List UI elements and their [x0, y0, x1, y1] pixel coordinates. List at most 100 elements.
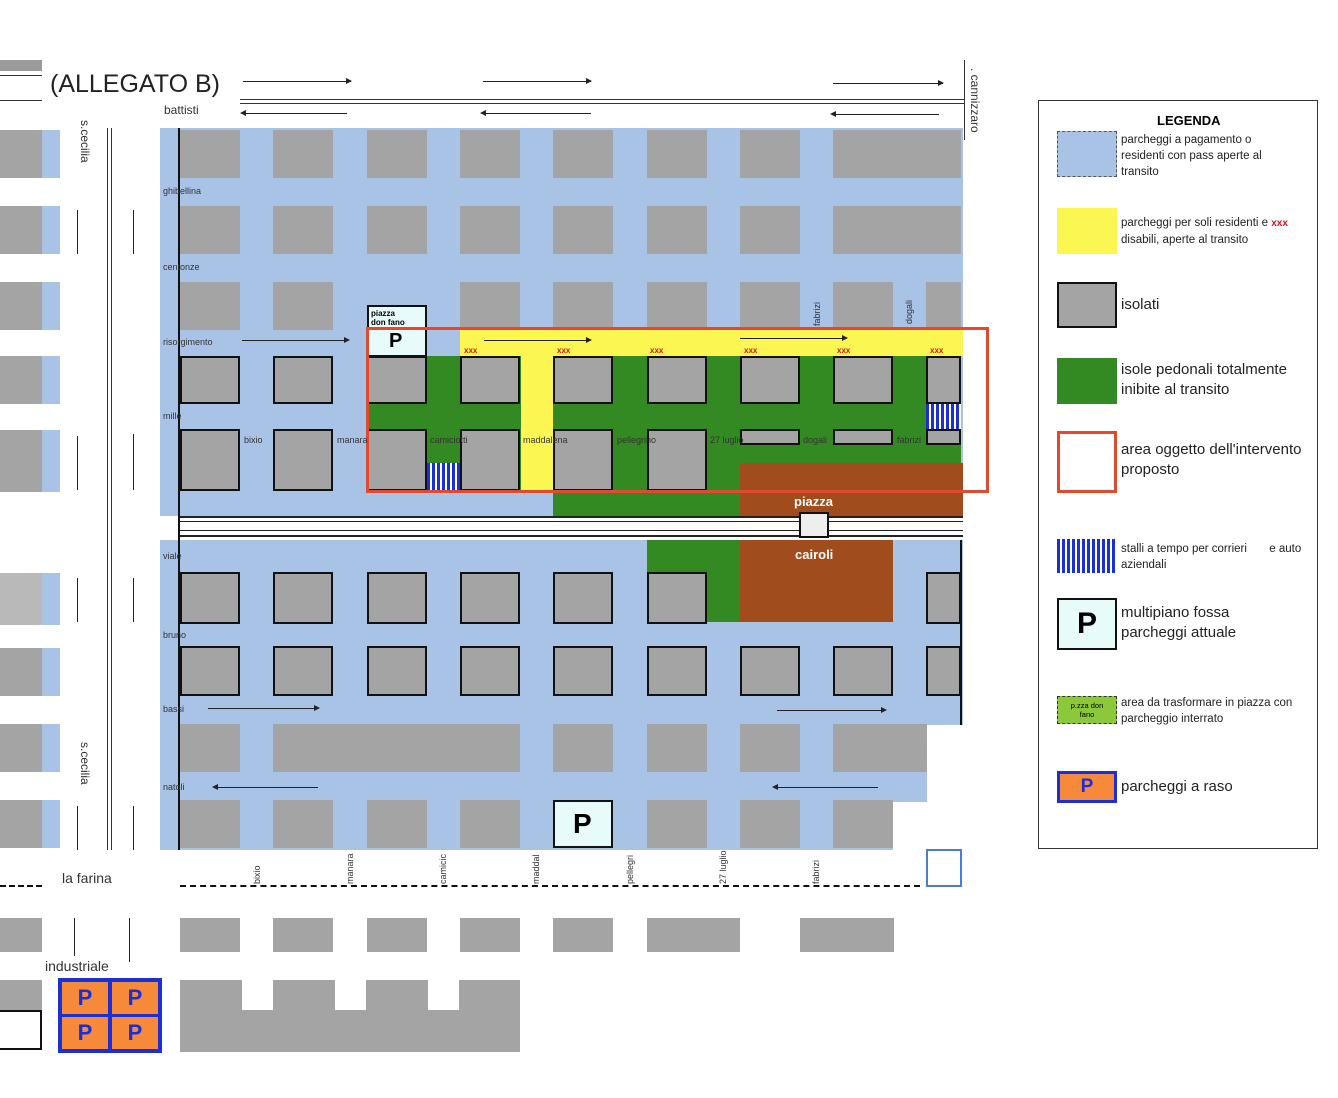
- block: [833, 206, 961, 254]
- legend: LEGENDA parcheggi a pagamento o resident…: [1038, 100, 1318, 849]
- block: [740, 356, 800, 404]
- block: [926, 429, 961, 445]
- arrow-right-icon: [243, 81, 351, 82]
- legend-xxx: xxx: [1271, 218, 1288, 229]
- disabled-parking-mark: xxx: [650, 346, 664, 355]
- block: [0, 282, 42, 330]
- block: [647, 356, 707, 404]
- block: [0, 724, 42, 772]
- street-camiciotti: camiciotti: [430, 435, 468, 445]
- legend-swatch-multistorey: P: [1057, 598, 1117, 650]
- small-square-icon: [926, 849, 962, 887]
- arrow-head-icon: [346, 78, 352, 84]
- arrow-right-icon: [208, 708, 316, 709]
- viale-road-line: [180, 521, 963, 522]
- block: [647, 646, 707, 696]
- block: [0, 430, 42, 492]
- arrow-right-icon: [484, 340, 588, 341]
- street-s-cecilia: s.cecilia: [78, 120, 92, 163]
- street-bixio: bixio: [244, 435, 263, 445]
- block: [180, 724, 240, 772]
- arrow-right-icon: [740, 338, 844, 339]
- arrow-head-icon: [240, 110, 246, 116]
- parking-icon: P: [127, 985, 143, 1010]
- street-battisti: battisti: [164, 103, 199, 117]
- block: [740, 282, 800, 328]
- map: (ALLEGATO B) battisti . cannizzaro s.cec…: [0, 60, 989, 1053]
- block: [273, 918, 333, 952]
- block: [367, 572, 427, 624]
- block: [647, 724, 707, 772]
- arrow-head-icon: [212, 784, 218, 790]
- street-maddalena: maddalena: [523, 435, 568, 445]
- street-dogali: dogali: [803, 435, 828, 445]
- block: [0, 206, 42, 254]
- paid-parking-strip: [42, 356, 60, 404]
- legend-text-resident-parking-b: disabili, aperte al transito: [1121, 234, 1249, 246]
- legend-title: LEGENDA: [1157, 113, 1221, 128]
- block: [740, 429, 800, 445]
- parking-icon: P: [1076, 607, 1097, 640]
- block: [0, 573, 42, 625]
- arrow-up-icon: [133, 434, 134, 490]
- street-mille: mille: [163, 411, 182, 421]
- block: [180, 356, 240, 404]
- paid-parking-strip: [42, 282, 60, 330]
- block: [740, 724, 800, 772]
- block: [273, 646, 333, 696]
- street-27-luglio-bottom: 27 luglio: [718, 850, 728, 884]
- arrow-right-icon: [483, 81, 591, 82]
- legend-text-paid-parking: parcheggi a pagamento o residenti con pa…: [1121, 134, 1262, 178]
- battisti-road-line: [240, 99, 964, 100]
- block: [460, 800, 520, 848]
- legend-swatch-piazza-label: p.zza don fano: [1070, 701, 1104, 719]
- block: [647, 800, 707, 848]
- block: [460, 130, 520, 178]
- block: [0, 356, 42, 404]
- block: [926, 356, 961, 404]
- block: [180, 918, 240, 952]
- arrow-up-icon: [133, 578, 134, 622]
- block: [647, 206, 707, 254]
- block: [553, 206, 613, 254]
- block: [460, 918, 520, 952]
- legend-swatch-piazza: p.zza don fano: [1057, 696, 1117, 724]
- legend-swatch-pedestrian: [1057, 358, 1117, 404]
- parking-icon: P: [77, 985, 93, 1010]
- block: [833, 429, 893, 445]
- legend-text-block: isolati: [1121, 296, 1160, 313]
- street-manara-bottom: manara: [345, 853, 355, 884]
- street-cannizzaro: . cannizzaro: [968, 68, 982, 133]
- legend-swatch-block: [1057, 282, 1117, 328]
- arrow-right-icon: [242, 340, 346, 341]
- paid-parking-strip: [42, 800, 60, 848]
- block: [800, 918, 894, 952]
- block: [180, 282, 240, 330]
- block: [553, 572, 613, 624]
- block: [180, 130, 240, 178]
- block: [460, 206, 520, 254]
- paid-parking-strip: [42, 130, 60, 178]
- surface-parking-cell: P: [112, 982, 158, 1014]
- map-title: (ALLEGATO B): [50, 70, 220, 98]
- block: [367, 130, 427, 178]
- road-edge: [178, 128, 180, 850]
- arrow-head-icon: [842, 335, 848, 341]
- tram-stop-icon: [799, 512, 829, 538]
- legend-text-stalls: stalli a tempo per corrieri e auto azien…: [1121, 543, 1305, 571]
- block: [273, 356, 333, 404]
- cannizzaro-road-line: [964, 60, 965, 140]
- surface-parking-cell: P: [62, 982, 108, 1014]
- arrow-down-icon: [77, 436, 78, 490]
- block: [740, 800, 800, 848]
- street-manara: manara: [337, 435, 368, 445]
- block: [553, 918, 613, 952]
- resident-parking-area: [521, 356, 553, 490]
- resident-parking-area: [460, 328, 963, 356]
- arrow-left-icon: [483, 113, 591, 114]
- street-bruno: bruno: [163, 630, 187, 640]
- arrow-head-icon: [772, 784, 778, 790]
- la-farina-dashed-line: [180, 885, 920, 887]
- street-27-luglio: 27 luglio: [710, 435, 744, 445]
- block: [180, 206, 240, 254]
